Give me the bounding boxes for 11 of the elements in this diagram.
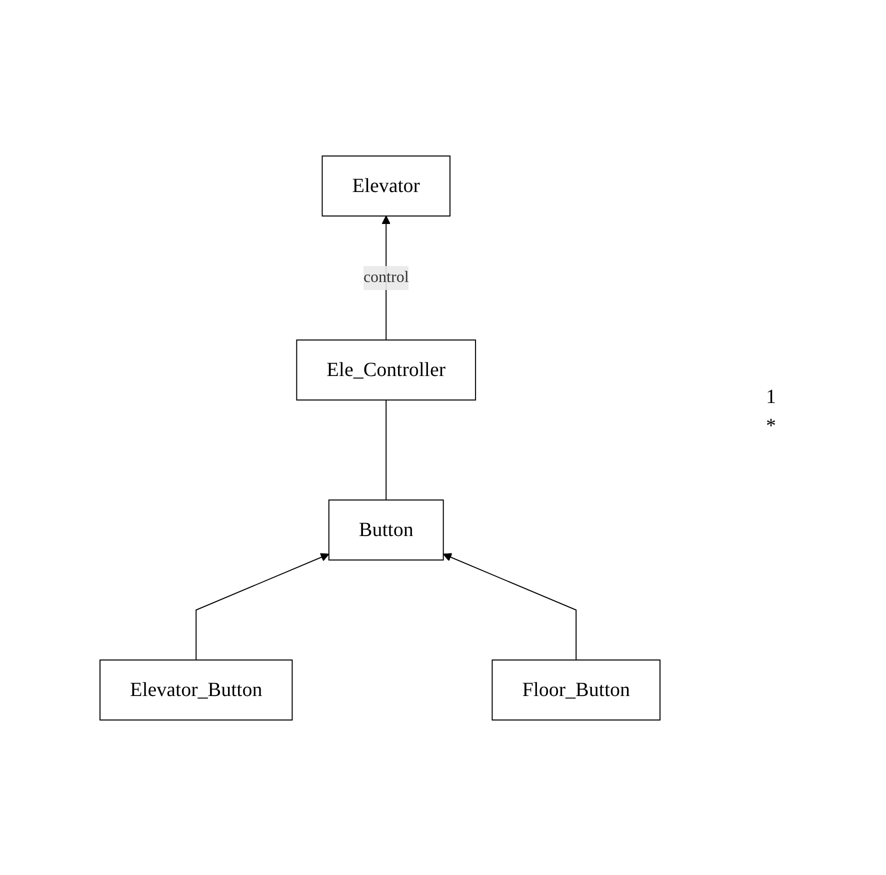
node-box: Elevator <box>322 155 450 216</box>
arrow <box>196 552 330 660</box>
node-box: Elevator_Button <box>100 659 293 720</box>
node-box: Ele_Controller <box>296 339 476 400</box>
connector <box>386 399 387 500</box>
arrow <box>442 552 577 660</box>
multiplicity-label: * <box>766 415 777 438</box>
multiplicity-label: 1 <box>766 386 777 409</box>
edge-label: control <box>363 268 409 286</box>
node-box: Floor_Button <box>492 659 660 720</box>
node-box: Button <box>328 499 444 560</box>
